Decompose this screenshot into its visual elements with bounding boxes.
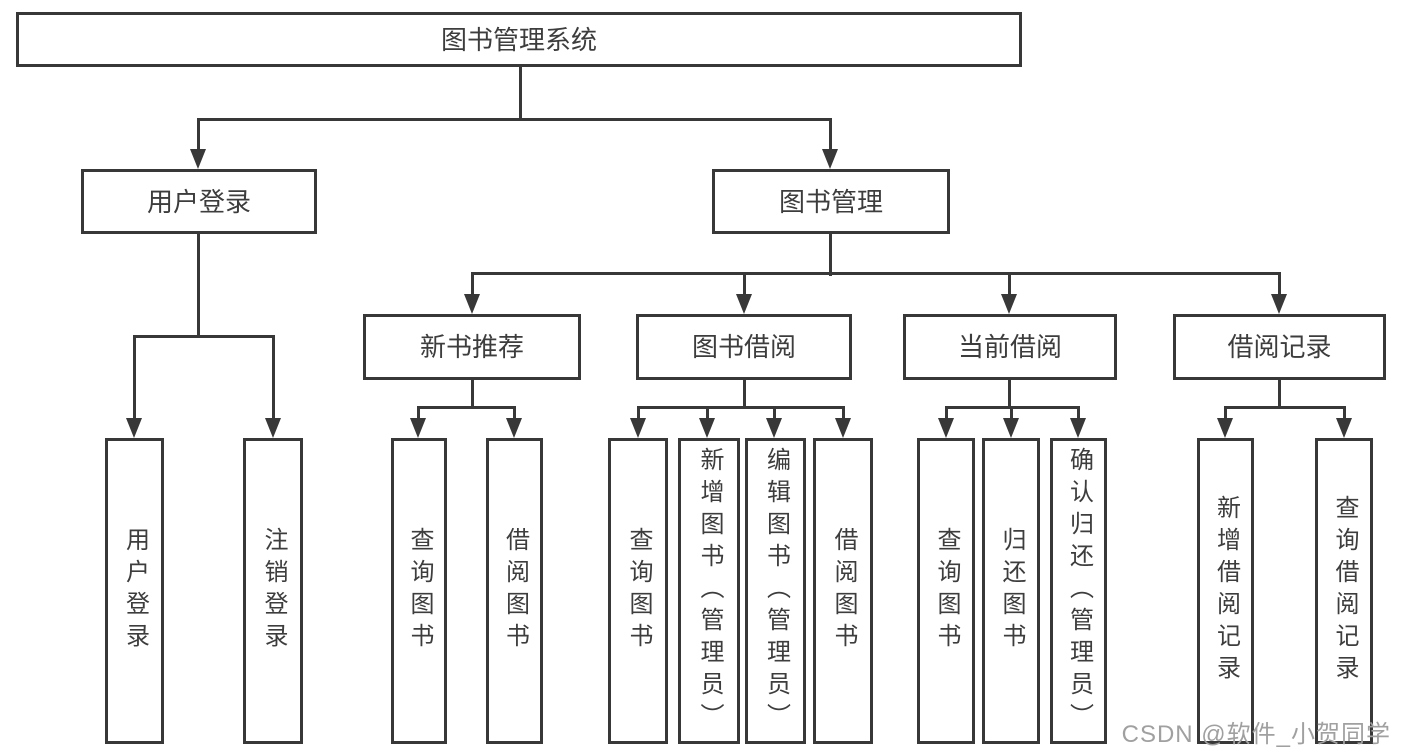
arrow-shaft [1077,406,1080,420]
arrow-shaft [197,118,200,151]
arrow-down-icon [736,294,752,314]
arrow-shaft [706,406,709,420]
arrow-shaft [417,406,420,420]
node-leaf-query-books-current: 查询图书 [917,438,975,744]
node-leaf-edit-books-admin: 编辑图书（管理员） [745,438,806,744]
arrow-shaft [743,272,746,296]
arrow-shaft [272,335,275,420]
node-leaf-add-books-admin: 新增图书（管理员） [678,438,740,744]
arrow-down-icon [835,418,851,438]
arrow-shaft [637,406,640,420]
arrow-down-icon [506,418,522,438]
node-leaf-query-books-recommend: 查询图书 [391,438,447,744]
node-root: 图书管理系统 [16,12,1022,67]
arrow-down-icon [126,418,142,438]
arrow-shaft [945,406,948,420]
arrow-shaft [1278,272,1281,296]
arrow-down-icon [464,294,480,314]
node-leaf-query-borrow-record: 查询借阅记录 [1315,438,1373,744]
node-leaf-add-borrow-record: 新增借阅记录 [1197,438,1254,744]
node-leaf-logout: 注销登录 [243,438,303,744]
node-current-borrowing: 当前借阅 [903,314,1117,380]
node-leaf-user-login: 用户登录 [105,438,164,744]
arrow-down-icon [1001,294,1017,314]
connector-line [743,380,746,409]
arrow-shaft [133,335,136,420]
arrow-down-icon [265,418,281,438]
node-user-login: 用户登录 [81,169,317,234]
arrow-down-icon [630,418,646,438]
connector-line [471,272,1281,275]
arrow-down-icon [1336,418,1352,438]
node-book-management: 图书管理 [712,169,950,234]
node-book-borrowing: 图书借阅 [636,314,852,380]
arrow-shaft [829,118,832,151]
connector-line [1008,380,1011,409]
connector-line [829,234,832,276]
arrow-down-icon [699,418,715,438]
arrow-down-icon [1271,294,1287,314]
arrow-down-icon [822,149,838,169]
node-leaf-query-books-borrowing: 查询图书 [608,438,668,744]
arrow-down-icon [190,149,206,169]
arrow-down-icon [938,418,954,438]
arrow-down-icon [1003,418,1019,438]
node-leaf-return-books: 归还图书 [982,438,1040,744]
connector-line [519,67,522,120]
connector-line [133,335,275,338]
arrow-down-icon [1217,418,1233,438]
node-borrowing-records: 借阅记录 [1173,314,1386,380]
node-leaf-borrow-books-borrowing: 借阅图书 [813,438,873,744]
connector-line [471,380,474,409]
arrow-shaft [471,272,474,296]
arrow-shaft [1343,406,1346,420]
node-new-book-recommend: 新书推荐 [363,314,581,380]
arrow-shaft [513,406,516,420]
node-leaf-borrow-books-recommend: 借阅图书 [486,438,543,744]
arrow-down-icon [766,418,782,438]
arrow-shaft [842,406,845,420]
node-leaf-confirm-return-admin: 确认归还（管理员） [1050,438,1107,744]
connector-line [1224,406,1346,409]
arrow-shaft [1224,406,1227,420]
connector-line [417,406,516,409]
connector-line [197,234,200,338]
connector-line [637,406,845,409]
arrow-shaft [773,406,776,420]
connector-line [197,118,832,121]
arrow-shaft [1008,272,1011,296]
connector-line [1278,380,1281,409]
arrow-down-icon [1070,418,1086,438]
arrow-down-icon [410,418,426,438]
arrow-shaft [1010,406,1013,420]
